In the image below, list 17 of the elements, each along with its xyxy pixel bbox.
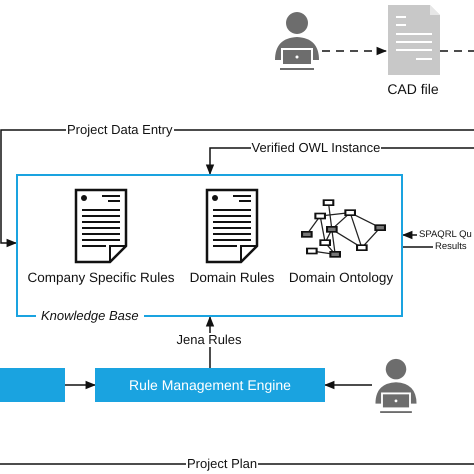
item-label: Company Specific Rules — [27, 270, 175, 285]
arrow — [65, 380, 96, 390]
container-title: Knowledge Base — [36, 308, 144, 324]
arrow — [324, 380, 372, 390]
edge-label: SPAQRL Qu — [418, 228, 473, 242]
item-label: Domain Ontology — [288, 270, 394, 285]
process-box — [0, 368, 65, 402]
item-label: Domain Rules — [190, 270, 274, 285]
labeled-arrow — [402, 230, 417, 240]
line-label: Project Plan — [186, 457, 258, 471]
edge-label: Project Data Entry — [66, 123, 174, 137]
edge-label: Verified OWL Instance — [250, 141, 382, 155]
process-box: Rule Management Engine — [95, 368, 325, 402]
file-label: CAD file — [387, 81, 439, 97]
arrow — [322, 46, 388, 56]
person-icon — [272, 10, 322, 70]
edge-label: Jena Rules — [176, 333, 243, 347]
